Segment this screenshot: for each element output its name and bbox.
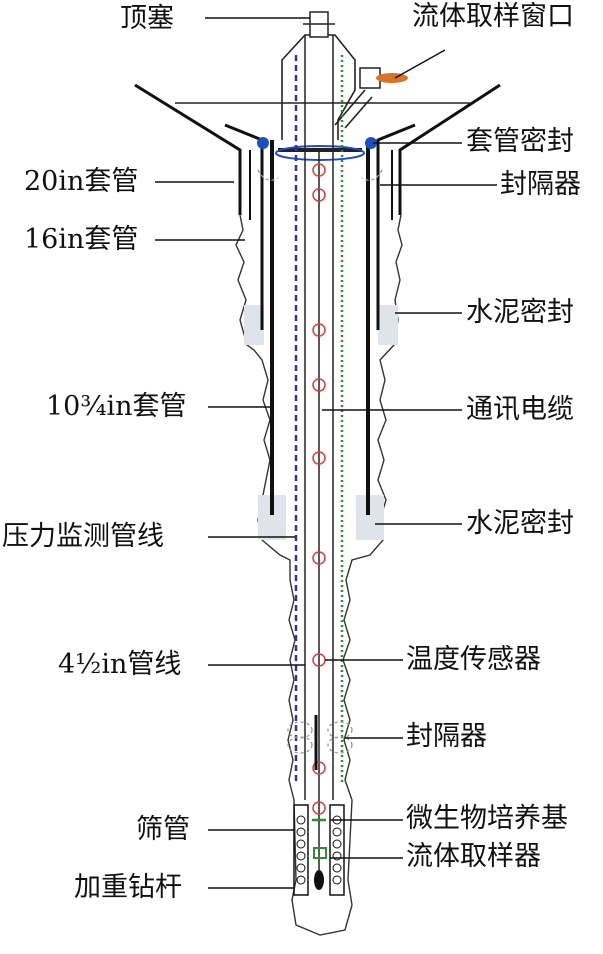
upper-packer <box>257 169 383 181</box>
temp-sensor <box>312 801 326 815</box>
seal-dot-left <box>257 137 269 149</box>
label-casing-20in: 20in套管 <box>24 166 139 197</box>
label-top-plug: 顶塞 <box>120 3 174 34</box>
temp-sensor <box>312 551 326 565</box>
cement-seal-upper-left <box>244 305 264 345</box>
label-cement-seal-upper: 水泥密封 <box>466 297 574 328</box>
label-drill-collar: 加重钻杆 <box>74 872 182 903</box>
wellhead-housing <box>281 34 356 140</box>
sampling-window-icon <box>376 73 408 83</box>
temp-sensor <box>312 188 326 202</box>
label-casing-10in: 10¾in套管 <box>46 391 187 422</box>
label-sampling-window: 流体取样窗口 <box>412 1 574 32</box>
casing-16in <box>224 123 416 330</box>
casing-seal-ring <box>275 145 365 161</box>
temp-sensor <box>312 451 326 465</box>
label-comm-cable: 通讯电缆 <box>466 394 574 425</box>
leader-lines <box>155 17 497 889</box>
sampling-pipe <box>334 89 373 129</box>
label-casing-16in: 16in套管 <box>24 224 139 255</box>
temp-sensor <box>312 761 326 775</box>
temp-sensor <box>312 163 326 177</box>
wellhead-cellar <box>134 83 501 215</box>
screen-holes <box>296 815 342 885</box>
temp-sensor <box>312 323 326 337</box>
label-tubing-4in: 4½in管线 <box>58 649 182 680</box>
drill-collar-weight <box>314 870 324 890</box>
cement-seal-upper-right <box>378 305 398 345</box>
label-pressure-line: 压力监测管线 <box>2 521 164 552</box>
label-temp-sensor: 温度传感器 <box>406 644 541 675</box>
screen-pipe <box>293 804 345 896</box>
temp-sensor <box>312 378 326 392</box>
seal-dot-right <box>365 137 377 149</box>
label-packer-lower: 封隔器 <box>406 721 487 752</box>
label-packer-top: 封隔器 <box>500 169 581 200</box>
label-screen: 筛管 <box>136 814 190 845</box>
label-microbe-medium: 微生物培养基 <box>406 803 568 834</box>
label-fluid-sampler: 流体取样器 <box>406 841 541 872</box>
fluid-sampler <box>313 847 327 859</box>
borehole-wall <box>235 214 403 936</box>
lower-packer <box>287 721 353 754</box>
label-cement-seal-lower: 水泥密封 <box>466 508 574 539</box>
label-casing-seal: 套管密封 <box>466 126 574 157</box>
